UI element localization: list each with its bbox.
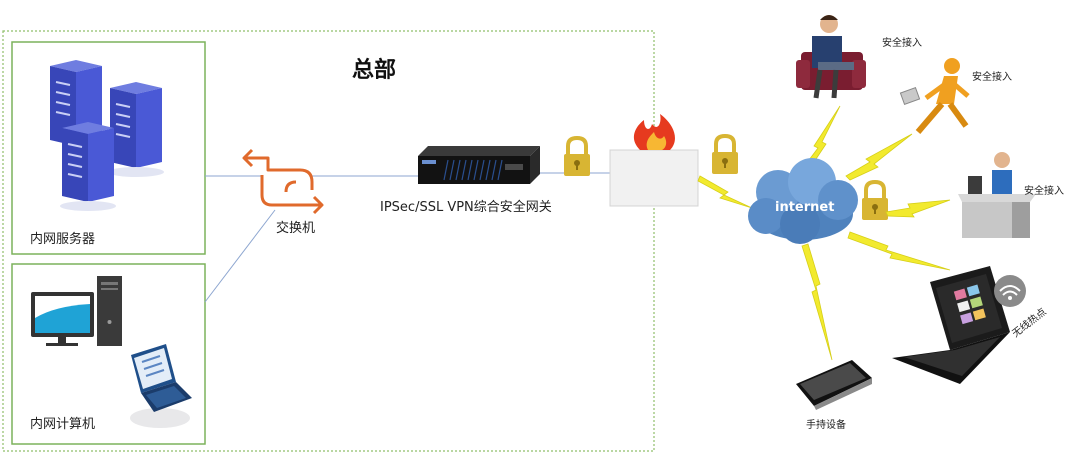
handheld-device-label: 手持设备 <box>806 420 846 431</box>
person-at-desk-icon <box>958 152 1036 238</box>
switch-icon <box>242 148 324 215</box>
lock-icon <box>564 135 590 176</box>
switch-label: 交换机 <box>276 221 316 236</box>
remote-access-label: 安全接入 <box>1024 186 1064 197</box>
server-icon <box>50 60 164 211</box>
gateway-label: IPSec/SSL VPN综合安全网关 <box>380 200 552 215</box>
remote-access-label: 安全接入 <box>882 38 922 49</box>
external-laptop-icon <box>892 266 1010 384</box>
connection-lines <box>204 172 610 303</box>
computers-label: 内网计算机 <box>30 417 96 432</box>
desktop-computer-icon <box>31 276 122 346</box>
servers-group-box <box>11 41 206 255</box>
firewall-icon <box>609 114 699 207</box>
servers-label: 内网服务器 <box>30 232 96 247</box>
lock-icon <box>712 133 738 174</box>
internet-cloud-icon <box>748 158 858 244</box>
vpn-gateway-icon <box>418 146 540 184</box>
phone-icon <box>796 360 872 410</box>
lock-icon <box>862 179 888 220</box>
remote-access-label: 安全接入 <box>972 72 1012 83</box>
person-on-chair-icon <box>796 15 866 99</box>
laptop-icon <box>130 344 192 428</box>
lightning-icon <box>697 105 951 361</box>
headquarters-title: 总部 <box>352 58 397 83</box>
wifi-icon <box>994 275 1026 307</box>
running-person-icon <box>899 58 970 134</box>
internet-label: internet <box>775 200 835 215</box>
headquarters-boundary <box>2 30 655 452</box>
